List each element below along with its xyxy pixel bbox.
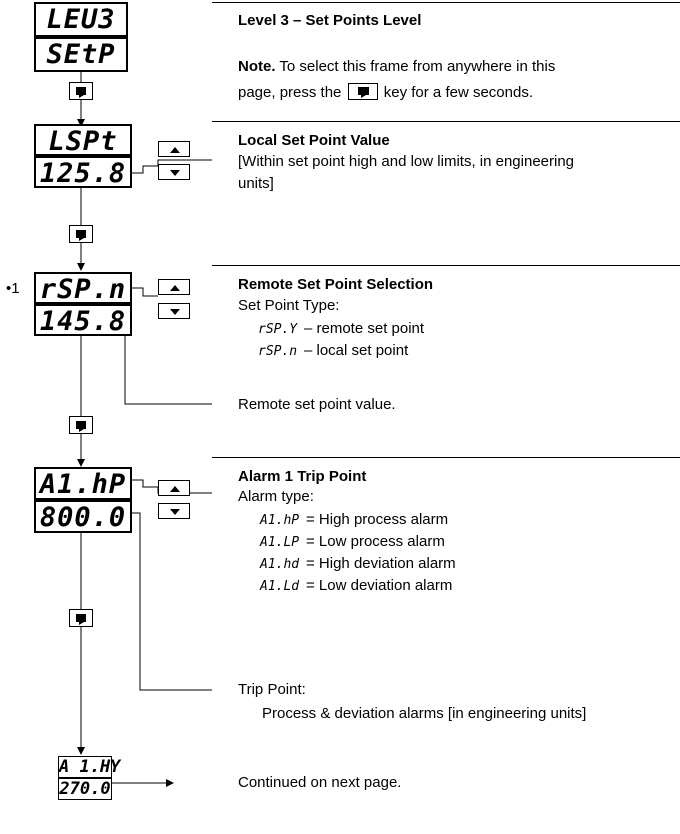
down-button[interactable] bbox=[158, 164, 190, 180]
alarm-subtitle: Alarm type: bbox=[238, 488, 314, 505]
page-key[interactable] bbox=[69, 609, 93, 627]
option-code: A1.Ld bbox=[260, 579, 300, 594]
note-line2: page, press the key for a few seconds. bbox=[238, 83, 533, 102]
down-button[interactable] bbox=[158, 303, 190, 319]
section-title-lspt: Local Set Point Value bbox=[238, 132, 390, 149]
a1hy-display-bottom: 270.0 bbox=[58, 778, 112, 800]
alarm-display-top: A1.hP bbox=[34, 467, 132, 500]
rsp-option: rSP.Y – remote set point bbox=[258, 320, 424, 339]
note-label: Note. bbox=[238, 58, 276, 75]
page-key[interactable] bbox=[69, 82, 93, 100]
lspt-desc-1: [Within set point high and low limits, i… bbox=[238, 153, 575, 170]
rsp-value-label: Remote set point value. bbox=[238, 396, 396, 413]
up-button[interactable] bbox=[158, 480, 190, 496]
trip-point-desc: Process & deviation alarms [in engineeri… bbox=[262, 705, 587, 722]
rsp-subtitle: Set Point Type: bbox=[238, 297, 340, 314]
option-text: = High process alarm bbox=[306, 511, 449, 528]
page-key-icon bbox=[347, 83, 378, 100]
section-title-level3: Level 3 – Set Points Level bbox=[238, 12, 422, 29]
lspt-display-top: LSPt bbox=[34, 124, 132, 157]
lev3-display-top: LEU3 bbox=[34, 2, 128, 37]
alarm-option: A1.hP = High process alarm bbox=[260, 511, 448, 530]
note-text-a: page, press the bbox=[238, 84, 346, 101]
continued-note: Continued on next page. bbox=[238, 774, 402, 791]
up-button[interactable] bbox=[158, 141, 190, 157]
lev3-display-bottom: SEtP bbox=[34, 37, 128, 72]
page-key[interactable] bbox=[69, 416, 93, 434]
option-text: = High deviation alarm bbox=[306, 555, 456, 572]
rsp-display-top: rSP.n bbox=[34, 272, 132, 305]
note-text: To select this frame from anywhere in th… bbox=[275, 58, 556, 75]
option-code: A1.hP bbox=[260, 513, 300, 528]
rsp-display-bottom: 145.8 bbox=[34, 304, 132, 337]
alarm-option: A1.LP = Low process alarm bbox=[260, 533, 445, 552]
a1hy-display-top: A 1.HY bbox=[58, 756, 121, 778]
alarm-option: A1.Ld = Low deviation alarm bbox=[260, 577, 452, 596]
option-text: = Low deviation alarm bbox=[306, 577, 453, 594]
alarm-option: A1.hd = High deviation alarm bbox=[260, 555, 456, 574]
up-button[interactable] bbox=[158, 279, 190, 295]
down-button[interactable] bbox=[158, 503, 190, 519]
note-text-b: key for a few seconds. bbox=[379, 84, 533, 101]
section-divider bbox=[212, 265, 680, 266]
trip-point-label: Trip Point: bbox=[238, 681, 306, 698]
section-title-rsp: Remote Set Point Selection bbox=[238, 276, 434, 293]
lspt-desc-2: units] bbox=[238, 175, 274, 192]
section-divider bbox=[212, 457, 680, 458]
section-divider bbox=[212, 121, 680, 122]
rsp-option: rSP.n – local set point bbox=[258, 342, 408, 361]
option-text: – remote set point bbox=[304, 320, 425, 337]
section-divider bbox=[212, 2, 680, 3]
alarm-display-bottom: 800.0 bbox=[34, 500, 132, 533]
option-marker: •1 bbox=[6, 280, 20, 297]
note-line1: Note. To select this frame from anywhere… bbox=[238, 58, 555, 76]
page-key[interactable] bbox=[69, 225, 93, 243]
option-code: rSP.n bbox=[258, 344, 298, 359]
option-code: rSP.Y bbox=[258, 322, 298, 337]
lspt-display-bottom: 125.8 bbox=[34, 156, 132, 189]
section-title-alarm: Alarm 1 Trip Point bbox=[238, 468, 367, 485]
option-text: = Low process alarm bbox=[306, 533, 445, 550]
option-text: – local set point bbox=[304, 342, 409, 359]
option-code: A1.LP bbox=[260, 535, 300, 550]
option-code: A1.hd bbox=[260, 557, 300, 572]
